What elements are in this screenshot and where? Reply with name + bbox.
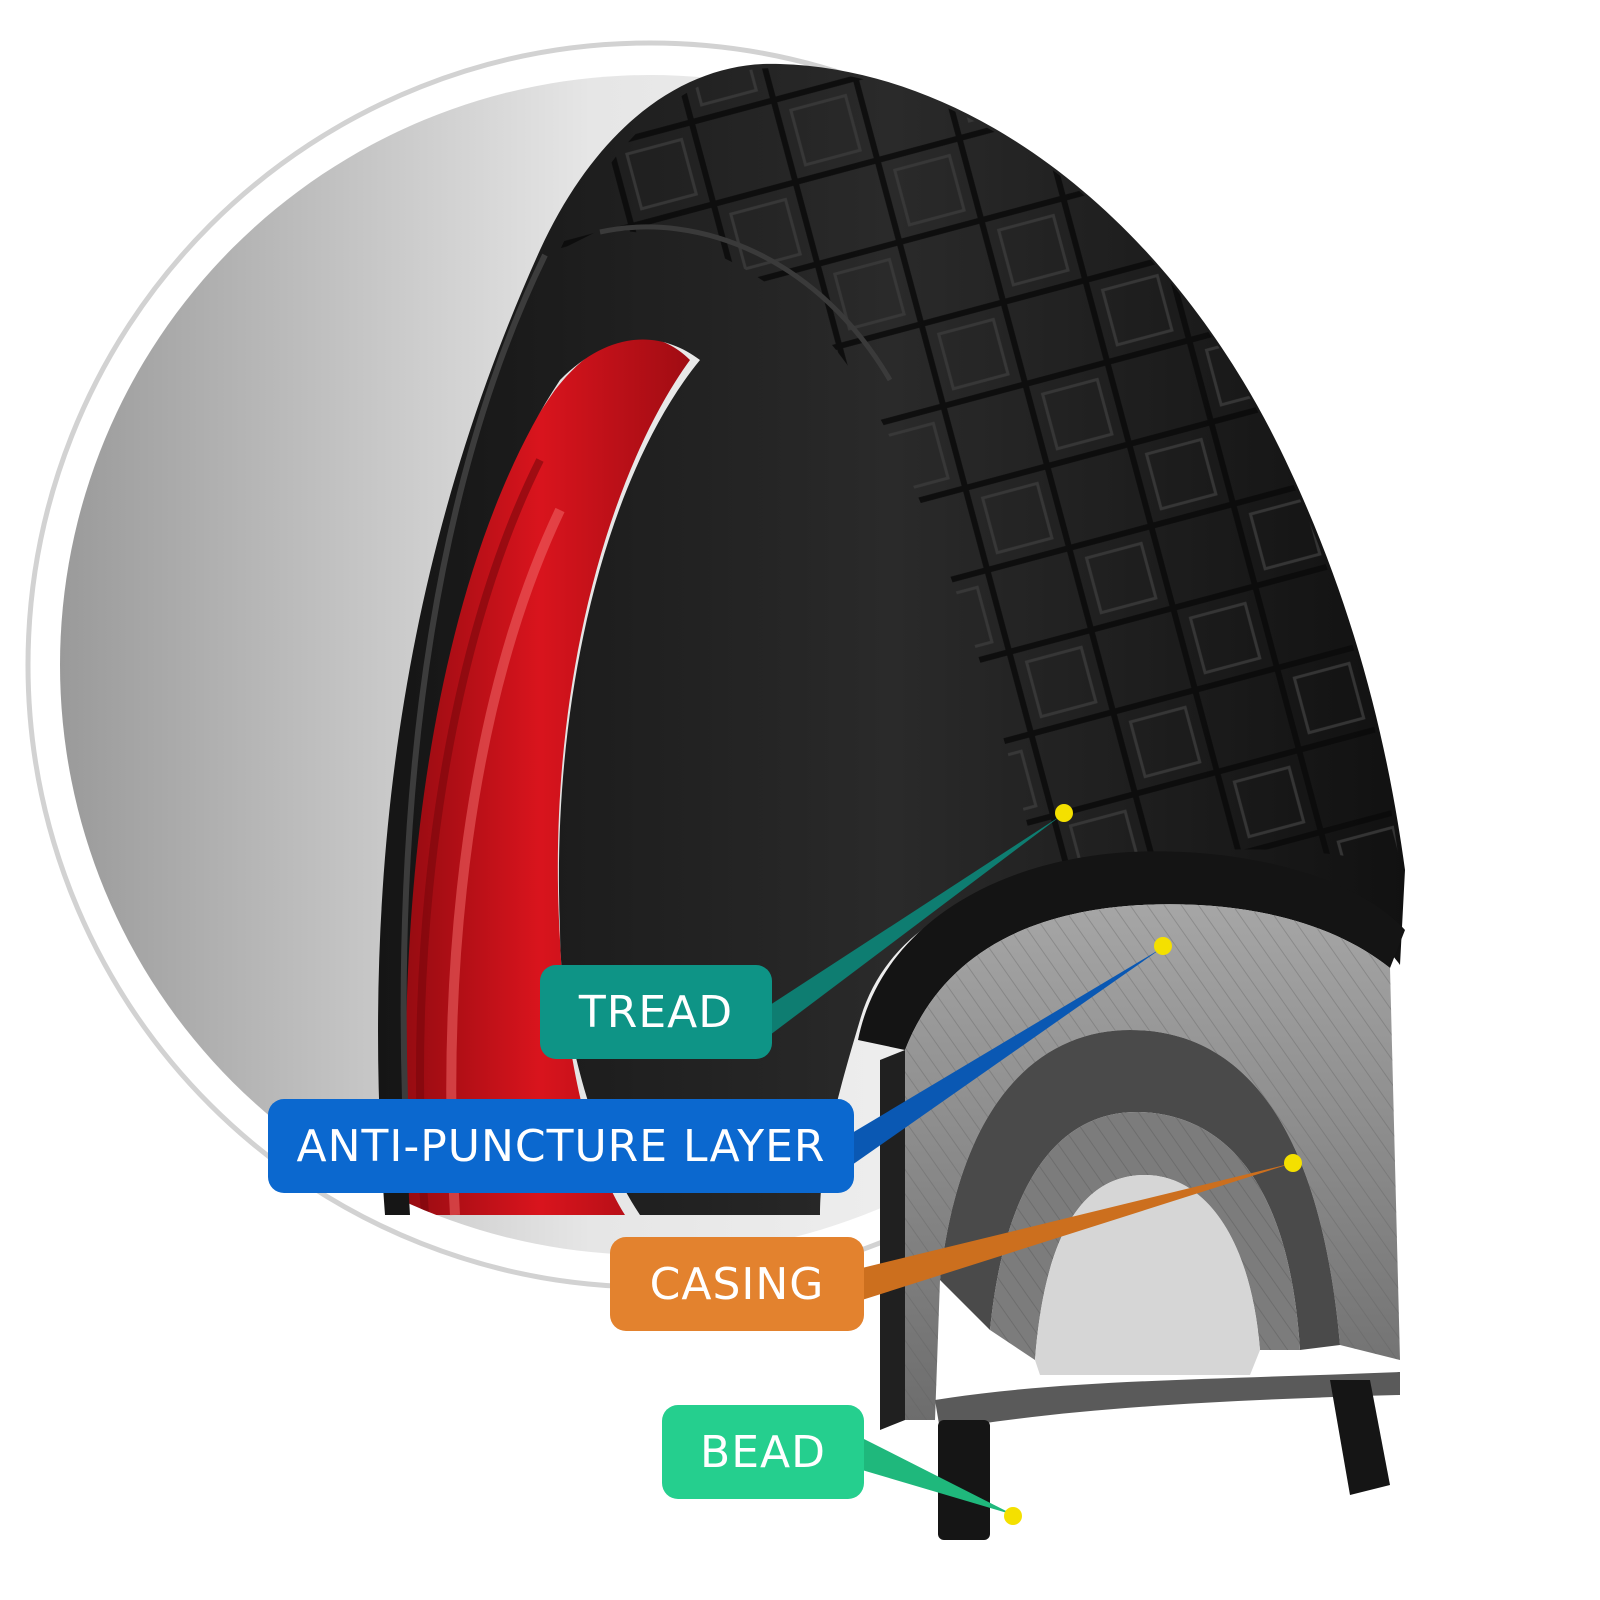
tread-dot xyxy=(1055,804,1073,822)
casing-label: CASING xyxy=(610,1237,864,1331)
anti-puncture-layer-label: ANTI-PUNCTURE LAYER xyxy=(268,1099,854,1193)
anti-puncture-dot xyxy=(1154,937,1172,955)
bead-label: BEAD xyxy=(662,1405,864,1499)
casing-dot xyxy=(1284,1154,1302,1172)
tread-label: TREAD xyxy=(540,965,772,1059)
tire-cross-section xyxy=(858,851,1405,1540)
bead-dot xyxy=(1004,1507,1022,1525)
